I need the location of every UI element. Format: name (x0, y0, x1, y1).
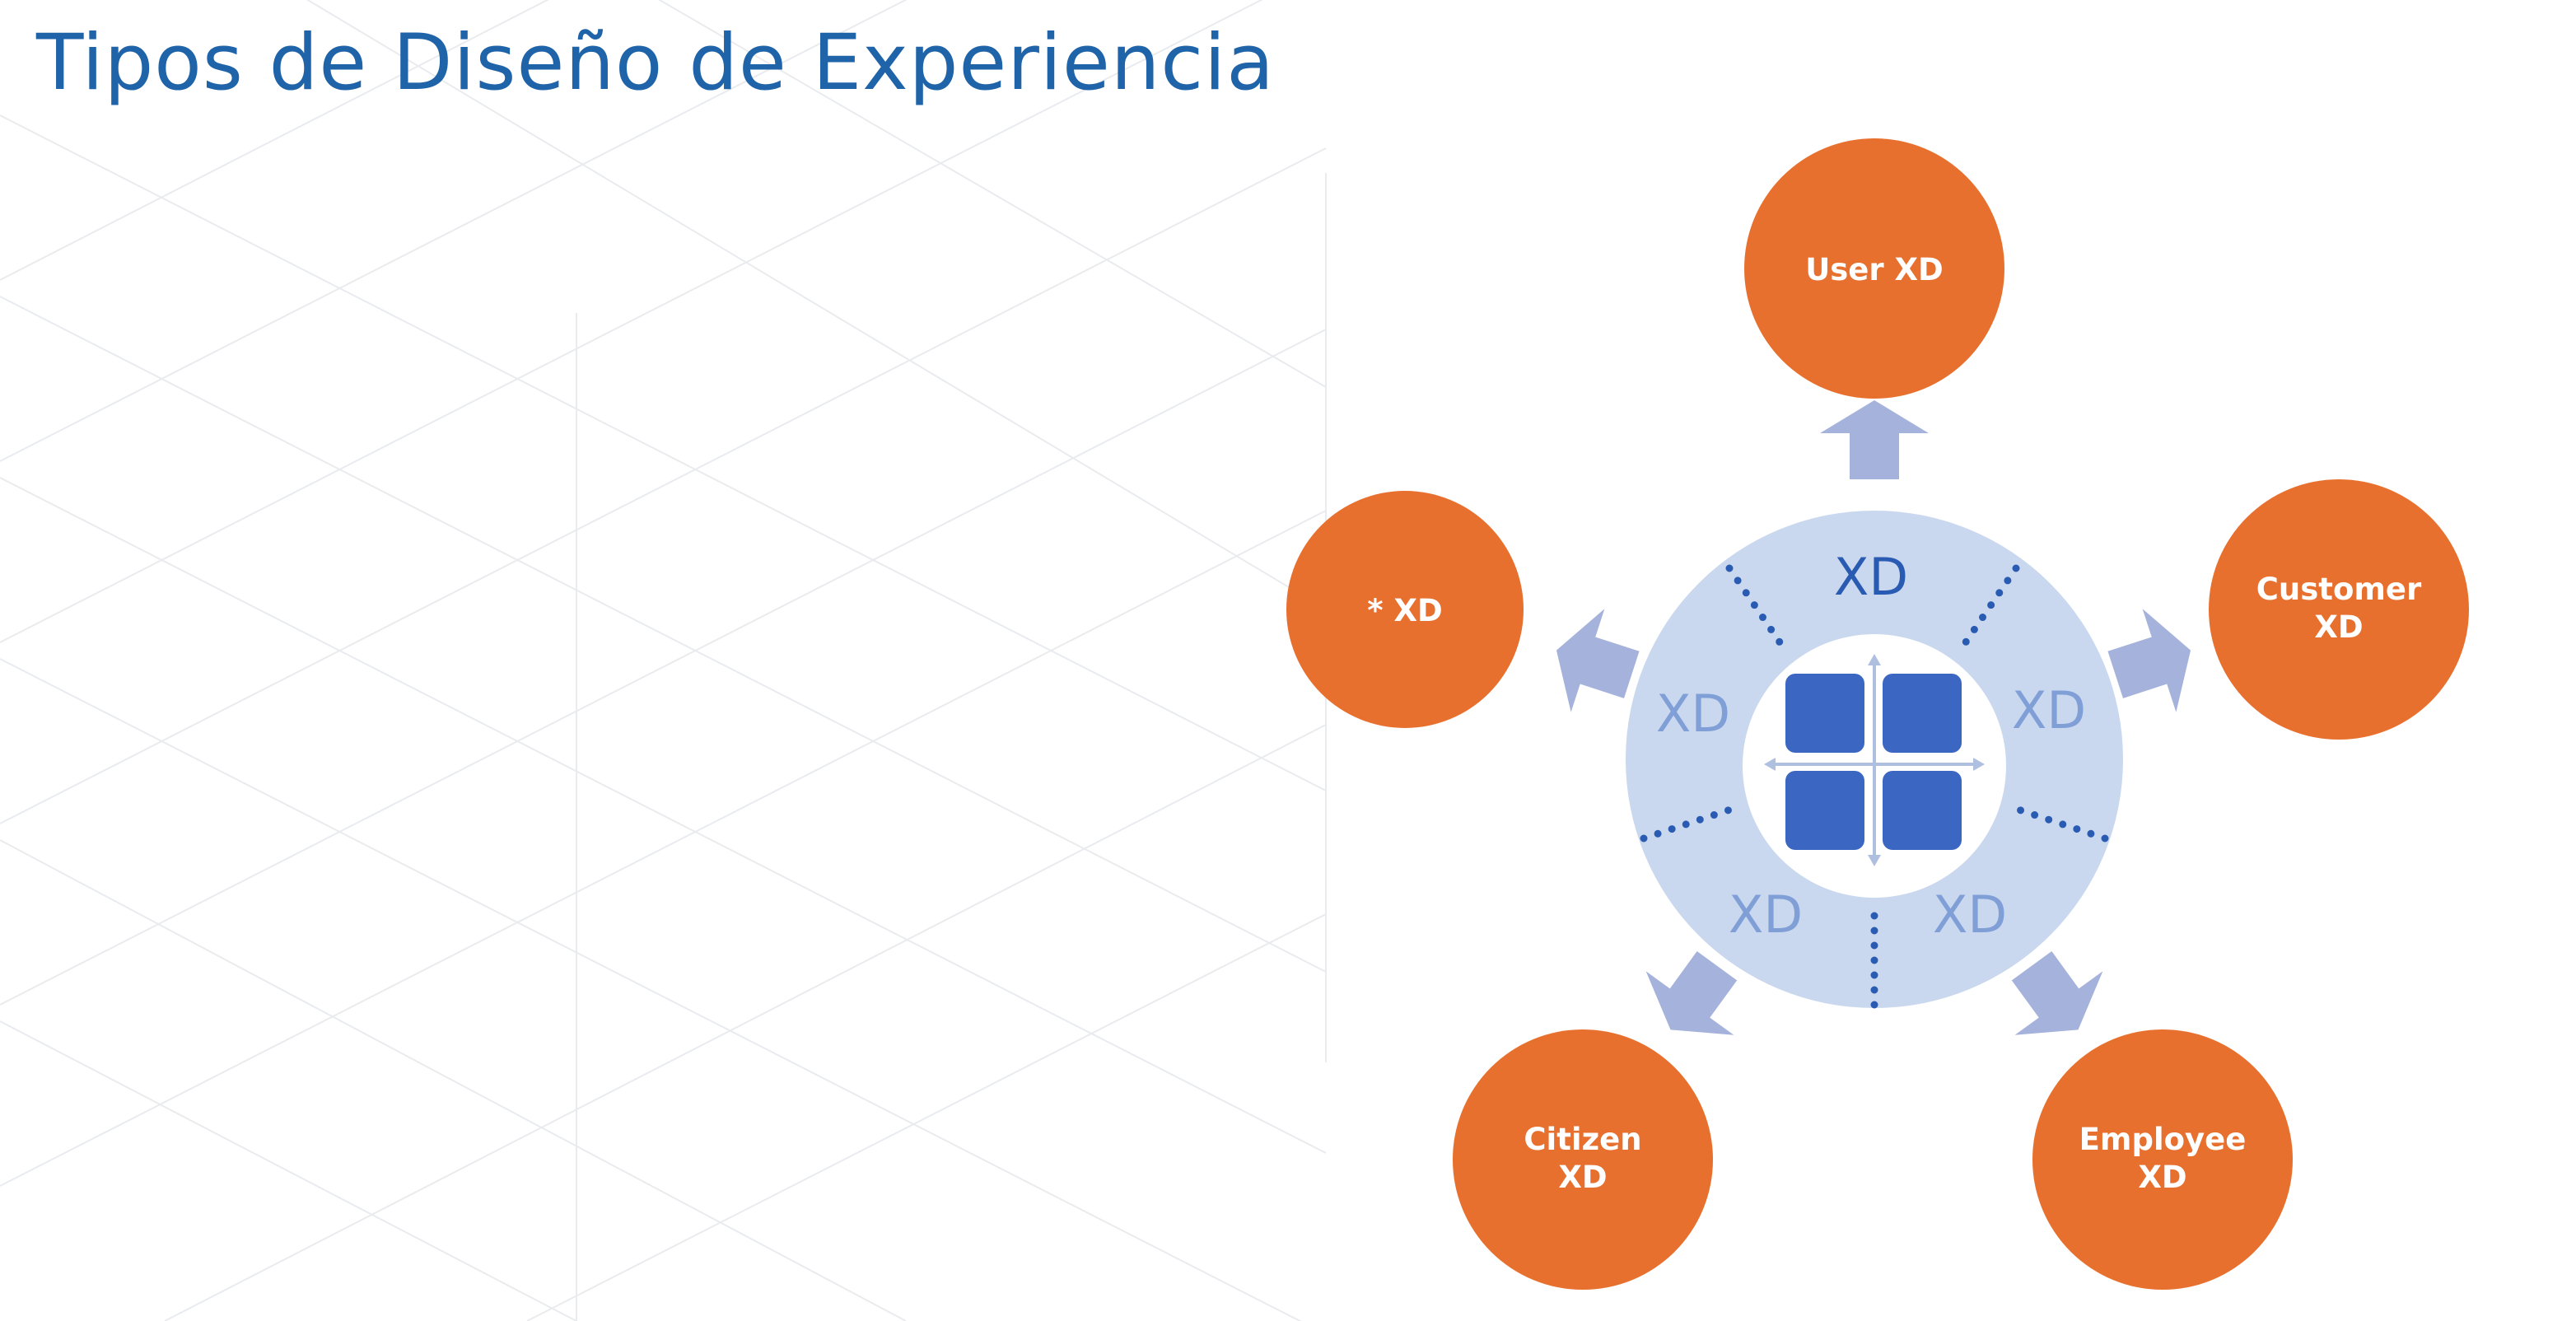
node-customer-label-line1: Customer (2256, 572, 2422, 607)
ring-label-bottom-left: XD (1729, 885, 1803, 945)
node-user-xd: User XD (1744, 138, 2004, 399)
four-square-grid-icon (1764, 654, 1985, 866)
node-citizen-label-line2: XD (1558, 1160, 1607, 1195)
node-wildcard-xd: * XD (1286, 491, 1524, 728)
up-arrow-icon (1820, 400, 1929, 479)
node-user-label: User XD (1805, 252, 1944, 287)
node-citizen-xd: Citizen XD (1453, 1029, 1713, 1290)
node-wildcard-label: * XD (1367, 593, 1442, 628)
node-citizen-label-line1: Citizen (1524, 1122, 1641, 1157)
ring-label-left: XD (1656, 684, 1730, 744)
node-employee-xd: Employee XD (2032, 1029, 2293, 1290)
node-customer-xd: Customer XD (2209, 479, 2469, 740)
node-employee-label-line1: Employee (2079, 1122, 2247, 1157)
ring-label-right: XD (2012, 680, 2086, 740)
arrow-to-citizen-icon (1645, 951, 1738, 1035)
ring-label-top: XD (1834, 547, 1908, 607)
ring-label-bottom-right: XD (1933, 885, 2007, 945)
node-employee-label-line2: XD (2138, 1160, 2186, 1195)
ring-dividers (1640, 564, 2109, 1011)
node-customer-label-line2: XD (2314, 609, 2363, 645)
arrow-to-customer-icon (2107, 609, 2191, 712)
slide-title: Tipos de Diseño de Experiencia (36, 18, 1275, 108)
arrow-to-employee-icon (2011, 951, 2103, 1035)
arrow-to-wildcard-icon (1556, 609, 1640, 712)
